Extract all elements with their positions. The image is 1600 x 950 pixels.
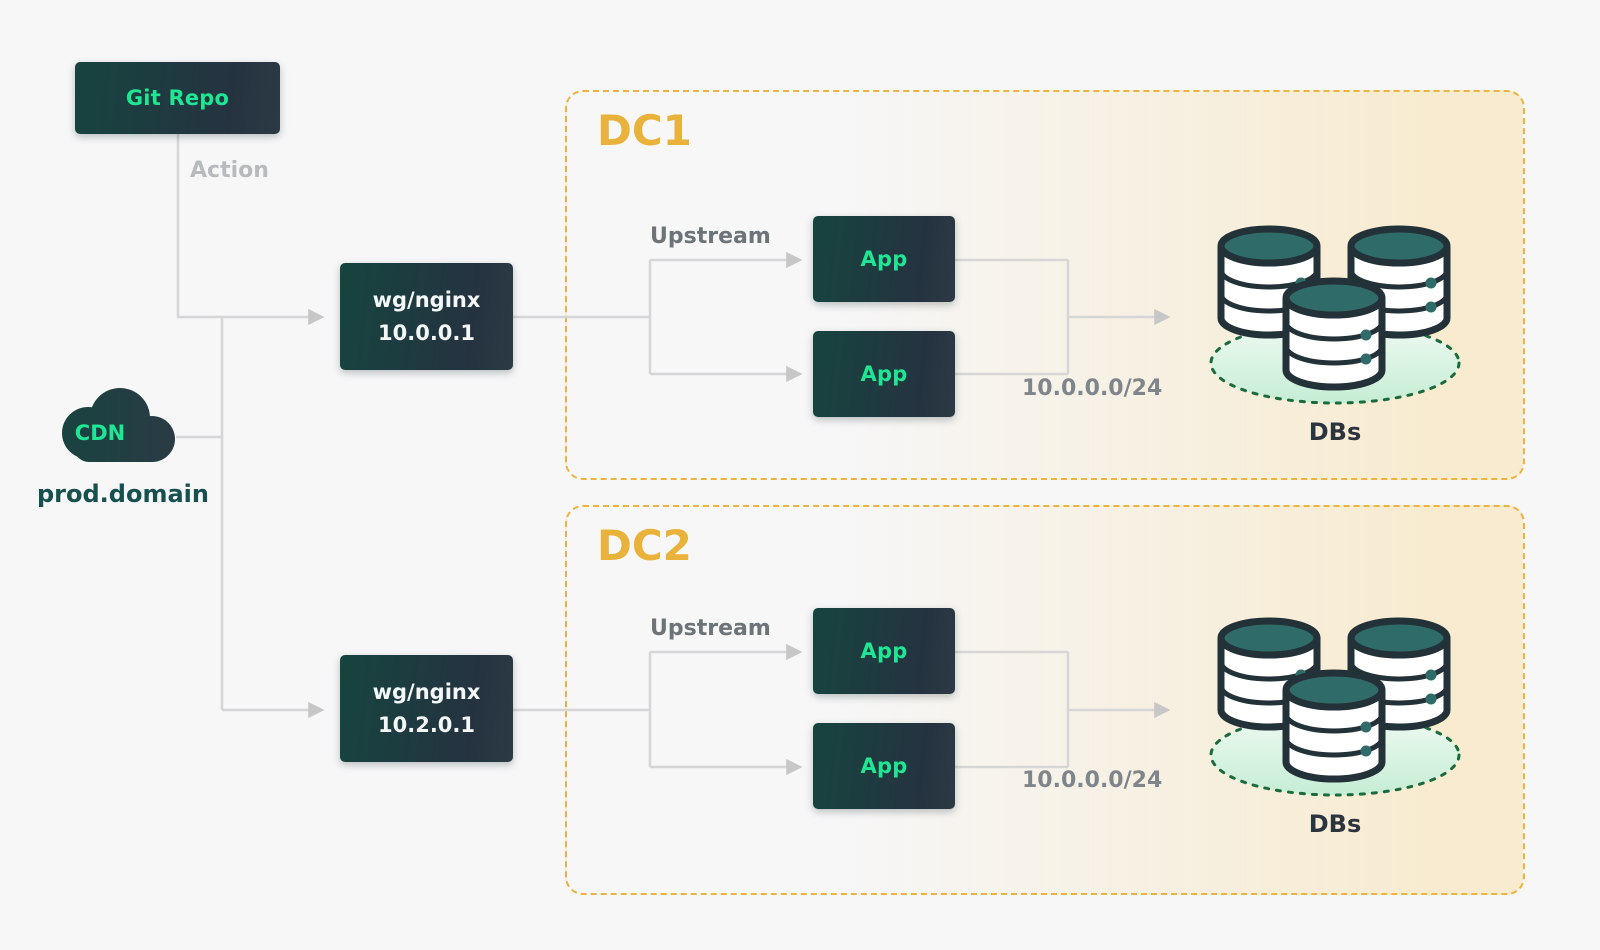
nginx-dc1-name: wg/nginx xyxy=(372,287,481,312)
dc2-subnet-label: 10.0.0.0/24 xyxy=(1022,768,1163,793)
dc1-dbs-label: DBs xyxy=(1308,418,1362,446)
dc1-app2-label: App xyxy=(860,362,908,386)
dc1-upstream-label: Upstream xyxy=(650,224,771,249)
dc2-app2-node: App xyxy=(813,723,955,809)
dc2-title: DC2 xyxy=(597,521,692,570)
node-git-repo: Git Repo xyxy=(75,62,280,134)
dc1-app2-node: App xyxy=(813,331,955,417)
dc2-dbs-label: DBs xyxy=(1308,810,1362,838)
action-edge-label: Action xyxy=(190,158,269,183)
cdn-label: CDN xyxy=(74,421,126,445)
nginx-dc2-name: wg/nginx xyxy=(372,679,481,704)
node-cdn: CDN xyxy=(46,381,188,475)
dc2-app2-label: App xyxy=(860,754,908,778)
node-nginx-dc2: wg/nginx 10.2.0.1 xyxy=(340,655,513,762)
dc2-database-cluster-icon xyxy=(1205,614,1465,799)
dc2-app1-label: App xyxy=(860,639,908,663)
git-repo-label: Git Repo xyxy=(125,86,230,110)
dc1-app1-label: App xyxy=(860,247,908,271)
cloud-icon xyxy=(62,388,175,462)
node-nginx-dc1: wg/nginx 10.0.0.1 xyxy=(340,263,513,370)
edge-git-to-nginx1 xyxy=(176,134,325,326)
dc1-subnet-label: 10.0.0.0/24 xyxy=(1022,376,1163,401)
dc1-title: DC1 xyxy=(597,106,692,155)
dc2-app1-node: App xyxy=(813,608,955,694)
dc2-upstream-label: Upstream xyxy=(650,616,771,641)
dc1-database-cluster-icon xyxy=(1205,222,1465,407)
nginx-dc1-ip: 10.0.0.1 xyxy=(378,320,475,345)
nginx-dc2-ip: 10.2.0.1 xyxy=(378,712,475,737)
cdn-domain-label: prod.domain xyxy=(37,480,209,508)
dc1-app1-node: App xyxy=(813,216,955,302)
